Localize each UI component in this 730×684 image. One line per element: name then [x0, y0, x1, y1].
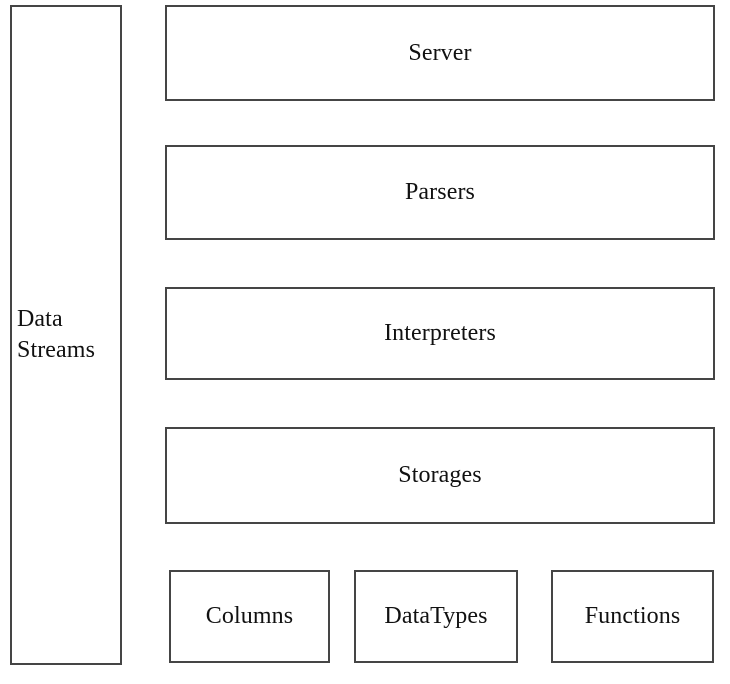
node-columns[interactable]: Columns	[169, 570, 330, 663]
node-interpreters-label: Interpreters	[384, 320, 496, 347]
node-datatypes[interactable]: DataTypes	[354, 570, 518, 663]
node-parsers-label: Parsers	[404, 179, 476, 206]
node-columns-label: Columns	[205, 603, 294, 630]
node-interpreters[interactable]: Interpreters	[165, 287, 715, 380]
node-server[interactable]: Server	[165, 5, 715, 101]
node-functions[interactable]: Functions	[551, 570, 714, 663]
node-storages[interactable]: Storages	[165, 427, 715, 524]
node-data-streams[interactable]: Data Streams	[10, 5, 122, 665]
node-storages-label: Storages	[398, 462, 482, 489]
node-functions-label: Functions	[584, 603, 681, 630]
node-datatypes-label: DataTypes	[384, 603, 488, 630]
node-server-label: Server	[408, 39, 472, 66]
node-data-streams-label: Data Streams	[17, 305, 96, 363]
node-parsers[interactable]: Parsers	[165, 145, 715, 240]
